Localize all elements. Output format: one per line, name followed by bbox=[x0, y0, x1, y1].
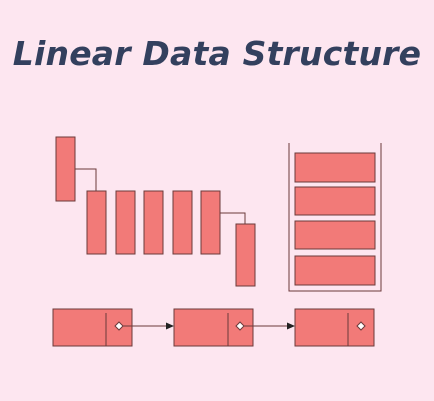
queue-exit-connector bbox=[220, 212, 246, 224]
array-cell bbox=[172, 190, 193, 255]
list-node bbox=[52, 308, 133, 347]
list-node bbox=[173, 308, 254, 347]
linked-list-icon bbox=[52, 308, 375, 347]
pointer-icon bbox=[114, 321, 124, 331]
stack-item bbox=[294, 255, 376, 286]
array-cell bbox=[86, 190, 107, 255]
stack-item bbox=[294, 152, 376, 183]
queue-entry-block bbox=[55, 136, 76, 202]
stack-container bbox=[288, 143, 382, 292]
stack-item bbox=[294, 186, 376, 216]
stack-item bbox=[294, 220, 376, 250]
queue-exit-block bbox=[235, 223, 256, 287]
arrowhead-icon bbox=[166, 322, 174, 330]
array-cell bbox=[143, 190, 164, 255]
queue-entry-connector bbox=[75, 168, 97, 191]
pointer-icon bbox=[356, 321, 366, 331]
array-cell bbox=[200, 190, 221, 255]
array-cell bbox=[115, 190, 136, 255]
page-title: Linear Data Structure bbox=[12, 34, 422, 73]
pointer-icon bbox=[235, 321, 245, 331]
stack-icon bbox=[288, 143, 382, 292]
list-node bbox=[294, 308, 375, 347]
array-queue-icon bbox=[55, 136, 256, 287]
arrowhead-icon bbox=[287, 322, 295, 330]
